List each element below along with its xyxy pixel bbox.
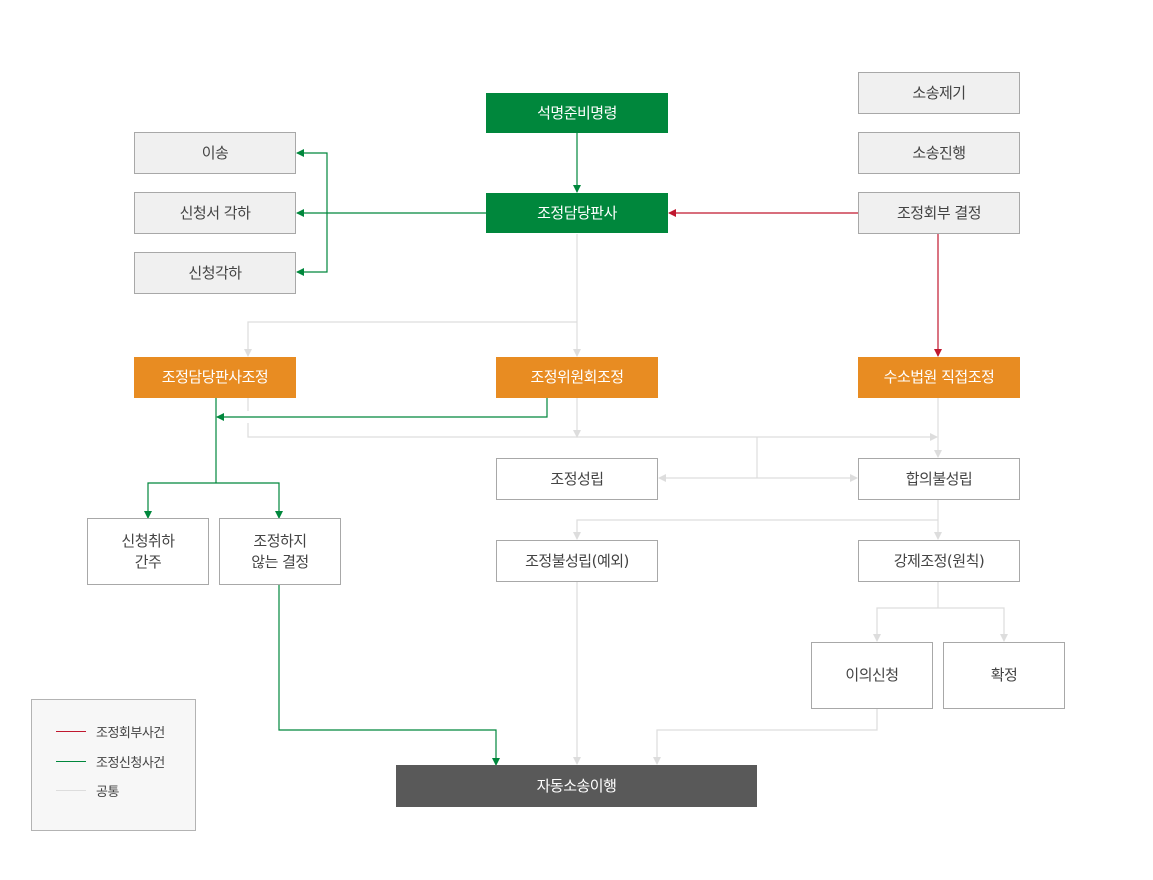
node-application-dismissal: 신청각하 [134,252,296,294]
node-committee-mediation: 조정위원회조정 [496,357,658,398]
node-label: 석명준비명령 [537,103,617,122]
legend-swatch-red [56,730,86,732]
node-agreement-failed: 합의불성립 [858,458,1020,500]
node-seokmyeong-order: 석명준비명령 [486,93,668,133]
node-label: 조정하지 않는 결정 [251,531,309,571]
node-compulsory-mediation: 강제조정(원칙) [858,540,1020,582]
edge-to-judge-mediation [244,321,577,357]
node-label: 소송진행 [912,143,966,162]
legend-label: 조정회부사건 [96,725,165,741]
node-objection: 이의신청 [811,642,933,709]
edge-to-final [938,607,1008,642]
legend-item-common: 공통 [56,780,119,800]
legend-label: 공통 [96,784,119,800]
node-label: 이의신청 [845,666,899,684]
edge-judge-mediation-result-b [247,423,938,441]
legend-item-referral: 조정회부사건 [56,721,165,741]
node-judge-mediation: 조정담당판사조정 [134,357,296,398]
edge-to-chwiha [144,482,216,519]
edge-to-objection [873,607,938,642]
node-label: 조정담당판사 [537,203,617,222]
edge-to-not-mediate [216,482,283,519]
node-label: 조정회부 결정 [896,203,982,222]
node-label: 수소법원 직접조정 [883,368,995,386]
edge-to-exception [573,519,938,540]
edge-objection-to-auto [653,709,878,765]
node-court-direct-mediation: 수소법원 직접조정 [858,357,1020,398]
node-finalized: 확정 [943,642,1065,709]
node-decision-not-to-mediate: 조정하지 않는 결정 [219,518,341,585]
node-mediation-established: 조정성립 [496,458,658,500]
node-label: 조정담당판사조정 [161,368,269,386]
node-label: 합의불성립 [905,469,973,488]
node-label: 소송제기 [912,83,966,102]
node-lawsuit-filed: 소송제기 [858,72,1020,114]
node-application-document-dismissal: 신청서 각하 [134,192,296,234]
edge-not-mediate-to-auto [278,585,500,766]
node-label: 조정위원회조정 [530,368,624,386]
legend: 조정회부사건 조정신청사건 공통 [31,699,196,831]
node-mediation-judge: 조정담당판사 [486,193,668,233]
node-label: 강제조정(원칙) [893,551,985,570]
legend-item-application: 조정신청사건 [56,751,165,771]
node-label: 조정성립 [550,469,604,488]
node-label: 자동소송이행 [536,776,617,795]
legend-swatch-gray [56,789,86,791]
legend-label: 조정신청사건 [96,755,165,771]
node-lawsuit-proceeding: 소송진행 [858,132,1020,174]
legend-swatch-green [56,760,86,762]
node-referral-decision: 조정회부 결정 [858,192,1020,234]
node-label: 확정 [990,666,1018,684]
node-label: 신청각하 [188,263,242,282]
node-transfer: 이송 [134,132,296,174]
node-label: 이송 [201,143,229,162]
node-deemed-withdrawn: 신청취하 간주 [87,518,209,585]
edge-branch-to-isong [296,149,328,213]
edge-branch-to-sincheong-gakha [296,213,328,276]
node-label: 신청취하 간주 [121,531,175,571]
node-mediation-failed-exception: 조정불성립(예외) [496,540,658,582]
node-label: 조정불성립(예외) [525,551,629,570]
edge-committee-to-judge-line [216,398,548,421]
node-label: 신청서 각하 [179,203,251,222]
node-automatic-lawsuit-transition: 자동소송이행 [396,765,757,807]
